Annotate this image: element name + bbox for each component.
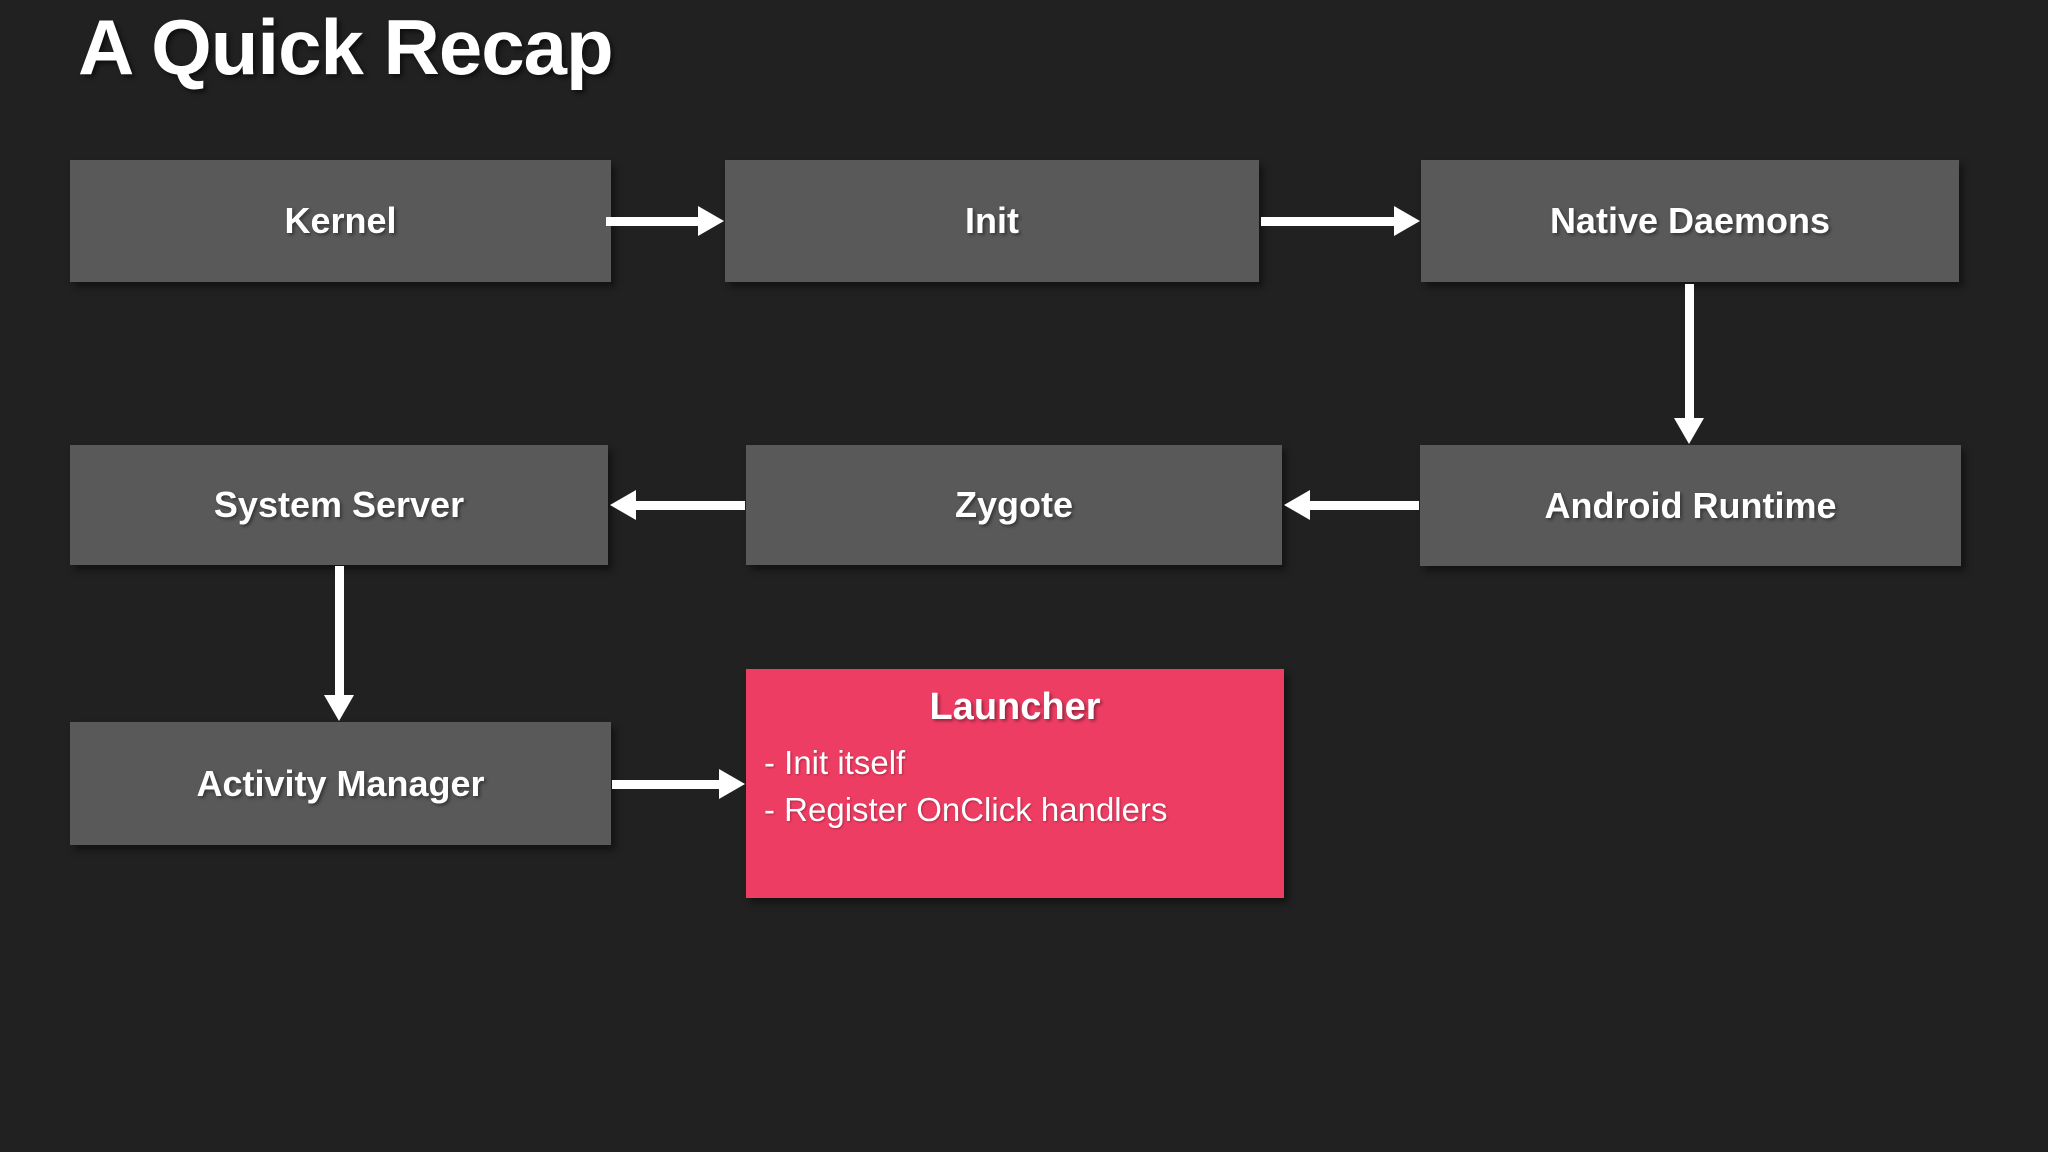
node-native-daemons: Native Daemons xyxy=(1421,160,1959,282)
arrow-zygote-to-system-server xyxy=(610,490,745,520)
arrow-head-right-icon xyxy=(698,206,724,236)
arrow-shaft xyxy=(1310,500,1419,510)
arrow-shaft xyxy=(334,566,344,695)
node-kernel-label: Kernel xyxy=(284,200,397,241)
node-launcher-details: - Init itself - Register OnClick handler… xyxy=(764,739,1266,835)
node-launcher-label: Launcher xyxy=(929,686,1101,728)
node-zygote-label: Zygote xyxy=(954,484,1073,525)
node-zygote: Zygote xyxy=(746,445,1282,565)
node-kernel: Kernel xyxy=(70,160,611,282)
arrow-shaft xyxy=(636,500,745,510)
launcher-detail-register-onclick: - Register OnClick handlers xyxy=(764,791,1168,829)
arrow-head-down-icon xyxy=(1674,418,1704,444)
node-android-runtime-label: Android Runtime xyxy=(1544,484,1837,526)
node-android-runtime: Android Runtime xyxy=(1420,445,1961,566)
arrow-shaft xyxy=(1684,284,1694,418)
arrow-shaft xyxy=(1261,216,1394,226)
arrow-kernel-to-init xyxy=(606,206,724,236)
node-launcher: Launcher - Init itself - Register OnClic… xyxy=(746,669,1284,898)
arrow-shaft xyxy=(606,216,698,226)
arrow-init-to-native-daemons xyxy=(1261,206,1420,236)
arrow-head-down-icon xyxy=(324,695,354,721)
arrow-native-daemons-to-android-runtime xyxy=(1674,284,1704,444)
node-system-server: System Server xyxy=(70,445,608,565)
arrow-android-runtime-to-zygote xyxy=(1284,490,1419,520)
node-activity-manager-label: Activity Manager xyxy=(196,762,485,804)
arrow-system-server-to-activity-manager xyxy=(324,566,354,721)
node-activity-manager: Activity Manager xyxy=(70,722,611,845)
slide-title: A Quick Recap xyxy=(78,3,614,91)
launcher-detail-init-itself: - Init itself xyxy=(764,743,906,781)
node-init: Init xyxy=(725,160,1259,282)
arrow-shaft xyxy=(612,779,719,789)
node-init-label: Init xyxy=(965,200,1019,241)
arrow-head-right-icon xyxy=(1394,206,1420,236)
node-system-server-label: System Server xyxy=(213,484,465,525)
arrow-head-right-icon xyxy=(719,769,745,799)
arrow-head-left-icon xyxy=(610,490,636,520)
arrow-head-left-icon xyxy=(1284,490,1310,520)
node-native-daemons-label: Native Daemons xyxy=(1549,200,1831,241)
arrow-activity-manager-to-launcher xyxy=(612,769,745,799)
